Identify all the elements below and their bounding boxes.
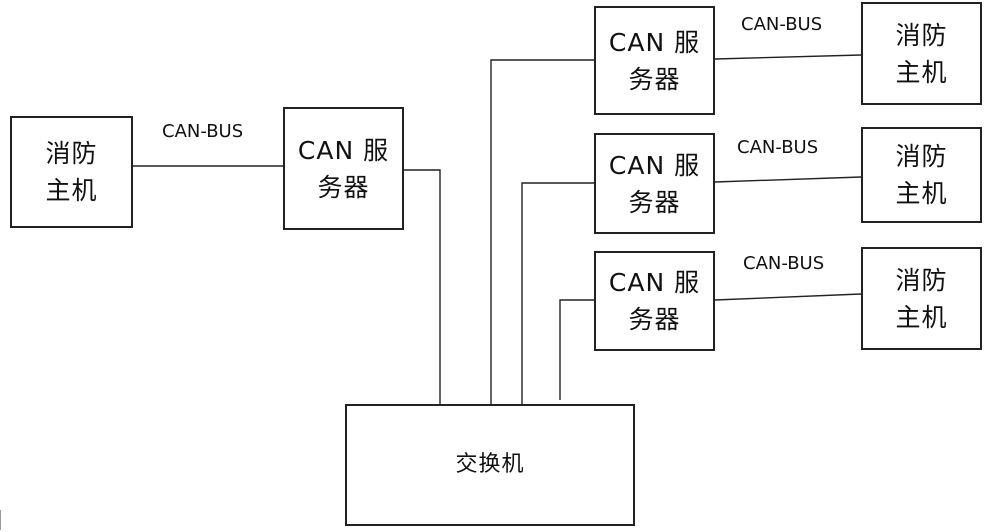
right-bus-line-2 (714, 176, 862, 183)
right-bus-line-1 (714, 54, 862, 60)
switch-label: 交换机 (455, 452, 525, 477)
fire-host-box-left: 消防 主机 (10, 116, 133, 228)
can-bus-label-right-2: CAN-BUS (737, 137, 819, 158)
can-bus-label-right-1: CAN-BUS (741, 14, 823, 35)
switch-right-server-1-line (490, 59, 594, 405)
can-server-label-right-1: CAN 服 务器 (608, 27, 701, 94)
can-bus-label-right-3: CAN-BUS (743, 253, 825, 274)
left-server-switch-line (404, 169, 441, 407)
switch-right-server-3-line (559, 299, 594, 400)
fire-host-label-right-3: 消防 主机 (895, 265, 948, 332)
switch-right-server-2-line (521, 182, 594, 405)
can-server-label-left: CAN 服 务器 (297, 135, 390, 202)
can-server-box-right-3: CAN 服 务器 (594, 251, 715, 351)
fire-host-label-left: 消防 主机 (45, 139, 98, 205)
fire-host-label-right-1: 消防 主机 (895, 20, 948, 87)
corner-mark (0, 510, 3, 530)
right-bus-line-3 (714, 293, 862, 301)
fire-host-box-right-2: 消防 主机 (861, 127, 982, 223)
fire-host-box-right-1: 消防 主机 (861, 2, 982, 105)
can-server-label-right-3: CAN 服 务器 (608, 268, 701, 334)
fire-host-box-right-3: 消防 主机 (861, 247, 982, 350)
fire-host-label-right-2: 消防 主机 (895, 142, 948, 208)
can-server-box-right-2: CAN 服 务器 (594, 133, 715, 234)
switch-box: 交换机 (345, 404, 635, 526)
can-server-label-right-2: CAN 服 务器 (608, 150, 701, 217)
can-bus-label-left: CAN-BUS (162, 121, 244, 142)
can-server-box-right-1: CAN 服 务器 (594, 6, 715, 115)
can-server-box-left: CAN 服 务器 (283, 107, 404, 230)
